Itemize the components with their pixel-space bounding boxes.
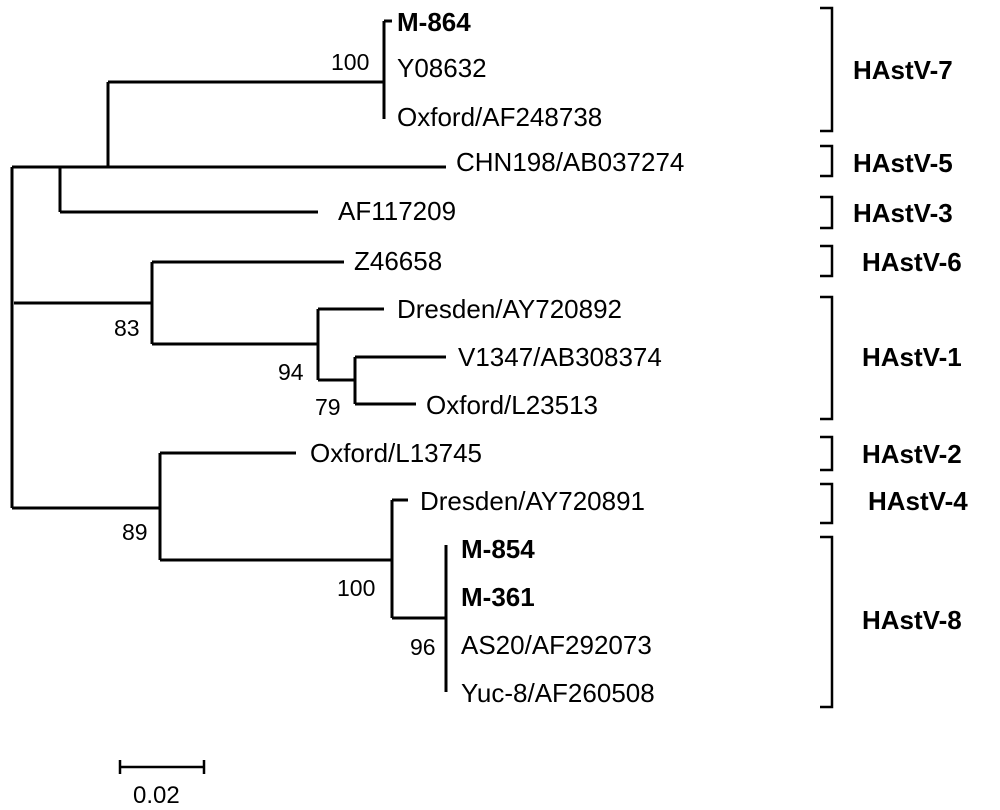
leaf-label: Z46658 [354,246,442,276]
bootstrap-label: 94 [278,359,304,385]
leaf-label: M-864 [397,7,471,37]
clade-bracket-hastv-5 [820,144,834,178]
leaf-label: Dresden/AY720891 [420,486,645,516]
clade-bracket-hastv-1 [820,295,834,421]
clade-bracket-hastv-8 [820,535,834,709]
scale-bar: 0.02 [118,760,206,809]
group-label-hastv-5: HAstV-5 [853,148,953,178]
leaf-label: M-854 [461,534,535,564]
clade-bracket-hastv-6 [820,244,834,278]
group-label-hastv-3: HAstV-3 [853,198,953,228]
leaf-label: Oxford/AF248738 [397,102,602,132]
clade-bracket-hastv-3 [820,195,834,230]
leaf-labels: M-864 Y08632 Oxford/AF248738 CHN198/AB03… [310,7,684,708]
group-label-hastv-4: HAstV-4 [868,486,968,516]
leaf-label: V1347/AB308374 [458,342,662,372]
leaf-label: AF117209 [338,196,456,226]
bootstrap-values: 100 83 94 79 89 100 96 [114,49,436,660]
leaf-label: Oxford/L13745 [310,438,482,468]
bootstrap-label: 100 [337,575,375,601]
leaf-label: CHN198/AB037274 [456,147,684,177]
clade-brackets [820,6,834,709]
scale-bar-label: 0.02 [133,782,180,809]
group-label-hastv-2: HAstV-2 [862,439,962,469]
group-label-hastv-6: HAstV-6 [862,247,962,277]
clade-bracket-hastv-7 [820,6,834,133]
leaf-label: AS20/AF292073 [461,630,652,660]
leaf-label: Dresden/AY720892 [397,294,622,324]
scale-bar-line [118,760,206,774]
leaf-label: Yuc-8/AF260508 [461,678,655,708]
bootstrap-label: 96 [410,634,436,660]
bootstrap-label: 83 [114,315,140,341]
group-labels: HAstV-7 HAstV-5 HAstV-3 HAstV-6 HAstV-1 … [853,55,968,635]
clade-bracket-hastv-2 [820,435,834,472]
group-label-hastv-8: HAstV-8 [862,605,962,635]
bootstrap-label: 79 [315,394,341,420]
leaf-label: M-361 [461,582,535,612]
clade-bracket-hastv-4 [820,482,834,525]
bootstrap-label: 100 [331,49,369,75]
leaf-label: Oxford/L23513 [426,390,598,420]
group-label-hastv-7: HAstV-7 [853,55,953,85]
bootstrap-label: 89 [122,519,148,545]
tree-branches [10,19,448,692]
group-label-hastv-1: HAstV-1 [862,342,962,372]
leaf-label: Y08632 [397,53,487,83]
